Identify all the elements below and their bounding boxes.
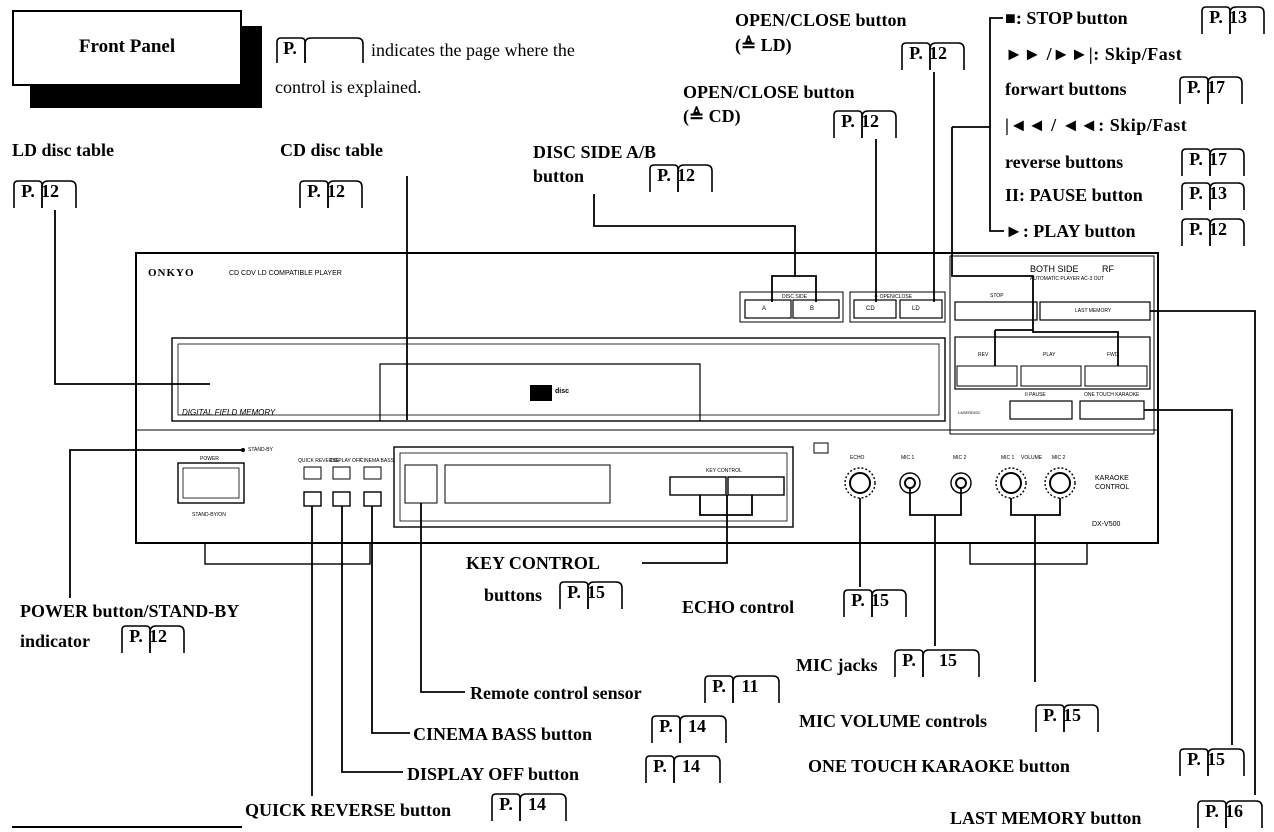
echo-label: ECHO control (682, 597, 795, 617)
mic-volume-label: MIC VOLUME controls (799, 711, 987, 731)
one-touch-label: ONE TOUCH KARAOKE button (808, 756, 1070, 776)
open-close-cd-label-line1: OPEN/CLOSE button (683, 82, 855, 102)
display-off-label: DISPLAY OFF button (407, 764, 580, 784)
volume-device-label: VOLUME (1021, 455, 1043, 461)
cd-disc-table-label: CD disc table (280, 140, 383, 160)
mic1-volume-device-label: MIC 1 (1001, 455, 1015, 461)
open-close-ld-label-line2: (≜ LD) (735, 35, 792, 55)
front-panel-title-box: Front Panel (12, 10, 262, 108)
page-title: Front Panel (78, 36, 176, 57)
karaoke-control-label: KARAOKE CONTROL (1095, 475, 1130, 491)
brand-logo: ONKYO (148, 267, 195, 279)
display-off-device-label: DISPLAY OFF (330, 458, 363, 464)
ld-disc-table-page-ref: P.12 (12, 179, 80, 209)
open-close-cd-button[interactable]: CD (866, 306, 875, 312)
mic-volume-page-ref: P.15 (1034, 703, 1102, 733)
mic2-volume-device-label: MIC 2 (1052, 455, 1066, 461)
mic-jacks-label: MIC jacks (796, 655, 878, 675)
legend-page-ref-icon: P. (275, 36, 365, 64)
key-control-label-line1: KEY CONTROL (466, 553, 600, 573)
power-device-label: POWER (200, 456, 219, 462)
open-close-header: ≜ OPEN/CLOSE (874, 294, 913, 300)
cinema-bass-label: CINEMA BASS button (413, 724, 593, 744)
ld-disc-table-label: LD disc table (12, 140, 115, 160)
remote-sensor-page-ref: P.11 (703, 674, 783, 704)
disc-side-page-ref: P.12 (648, 163, 716, 193)
skip-reverse-page-ref: P.17 (1180, 147, 1248, 177)
quick-reverse-label: QUICK REVERSE button (245, 800, 452, 820)
digital-field-memory-text: DIGITAL FIELD MEMORY (182, 408, 276, 417)
model-number: DX-V500 (1092, 521, 1121, 528)
echo-device-label: ECHO (850, 455, 865, 461)
both-side-text: BOTH SIDE (1030, 264, 1079, 274)
pause-label: II: PAUSE button (1005, 185, 1143, 205)
rf-text: RF (1102, 264, 1114, 274)
mic2-device-label: MIC 2 (953, 455, 967, 461)
standby-on-label: STAND-BY/ON (192, 512, 226, 518)
stop-header: STOP (990, 293, 1004, 299)
disc-side-header: DISC SIDE (782, 294, 808, 300)
skip-reverse-label-line2: reverse buttons (1005, 152, 1124, 172)
open-close-cd-label-line2: (≜ CD) (683, 106, 741, 126)
skip-forward-label-line2: forwart buttons (1005, 79, 1127, 99)
play-label: PLAY (1043, 352, 1056, 358)
last-memory-page-ref: P.16 (1196, 799, 1266, 829)
device-subtitle: CD CDV LD COMPATIBLE PLAYER (229, 270, 342, 277)
cinema-bass-page-ref: P.14 (650, 714, 730, 744)
mic1-device-label: MIC 1 (901, 455, 915, 461)
skip-forward-label-line1: ►► /►►|: Skip/Fast (1005, 44, 1183, 64)
disc-side-label-line2: button (533, 166, 585, 186)
one-touch-page-ref: P.15 (1178, 747, 1248, 777)
power-label-line2: indicator (20, 631, 90, 651)
skip-forward-page-ref: P.17 (1178, 75, 1246, 105)
play-page-ref: P.12 (1180, 217, 1248, 247)
key-control-page-ref: P.15 (558, 580, 626, 610)
stop-page-ref: P.13 (1200, 5, 1268, 35)
cd-disc-table-page-ref: P.12 (298, 179, 366, 209)
remote-sensor-label: Remote control sensor (470, 683, 642, 703)
pause-device-label: II PAUSE (1025, 392, 1046, 398)
disc-side-b-button[interactable]: B (810, 306, 815, 312)
open-close-ld-page-ref: P.12 (900, 41, 968, 71)
quick-reverse-page-ref: P.14 (490, 792, 570, 822)
disc-side-a-button[interactable]: A (762, 306, 767, 312)
power-label-line1: POWER button/STAND-BY (20, 601, 240, 621)
play-label: ►: PLAY button (1005, 221, 1136, 241)
key-control-device-label: KEY CONTROL (706, 468, 742, 474)
disc-side-label-line1: DISC SIDE A/B (533, 142, 657, 162)
ac3-text: AUTOMATIC PLAYER AC-3 OUT (1030, 276, 1105, 282)
echo-page-ref: P.15 (842, 588, 910, 618)
bottom-rule (12, 826, 242, 828)
open-close-ld-button[interactable]: LD (912, 306, 920, 312)
mic-jacks-page-ref: P.15 (893, 648, 983, 678)
rev-label: REV (978, 352, 989, 358)
last-memory-label: LAST MEMORY button (950, 808, 1142, 828)
pause-page-ref: P.13 (1180, 181, 1248, 211)
quick-reverse-device-label: QUICK REVERSE (298, 458, 340, 464)
stop-label: ■: STOP button (1005, 8, 1128, 28)
display-off-page-ref: P.14 (644, 754, 724, 784)
power-page-ref: P.12 (120, 624, 188, 654)
legend-text-line1: indicates the page where the (371, 40, 575, 60)
key-control-label-line2: buttons (484, 585, 543, 605)
laserdisc-logo: LASERDISC (958, 410, 981, 415)
disc-logo: disc (555, 388, 570, 395)
open-close-ld-label-line1: OPEN/CLOSE button (735, 10, 907, 30)
standby-text: STAND-BY (248, 447, 273, 453)
fwd-label: FWD (1107, 352, 1119, 358)
cinema-bass-device-label: CINEMA BASS (360, 458, 394, 464)
legend-ref-prefix: P. (283, 38, 297, 58)
skip-reverse-label-line1: |◄◄ / ◄◄: Skip/Fast (1005, 115, 1188, 135)
legend-text-line2: control is explained. (275, 77, 422, 97)
last-memory-device-button[interactable]: LAST MEMORY (1075, 308, 1112, 314)
one-touch-device-label: ONE TOUCH KARAOKE (1084, 392, 1140, 398)
open-close-cd-page-ref: P.12 (832, 109, 900, 139)
